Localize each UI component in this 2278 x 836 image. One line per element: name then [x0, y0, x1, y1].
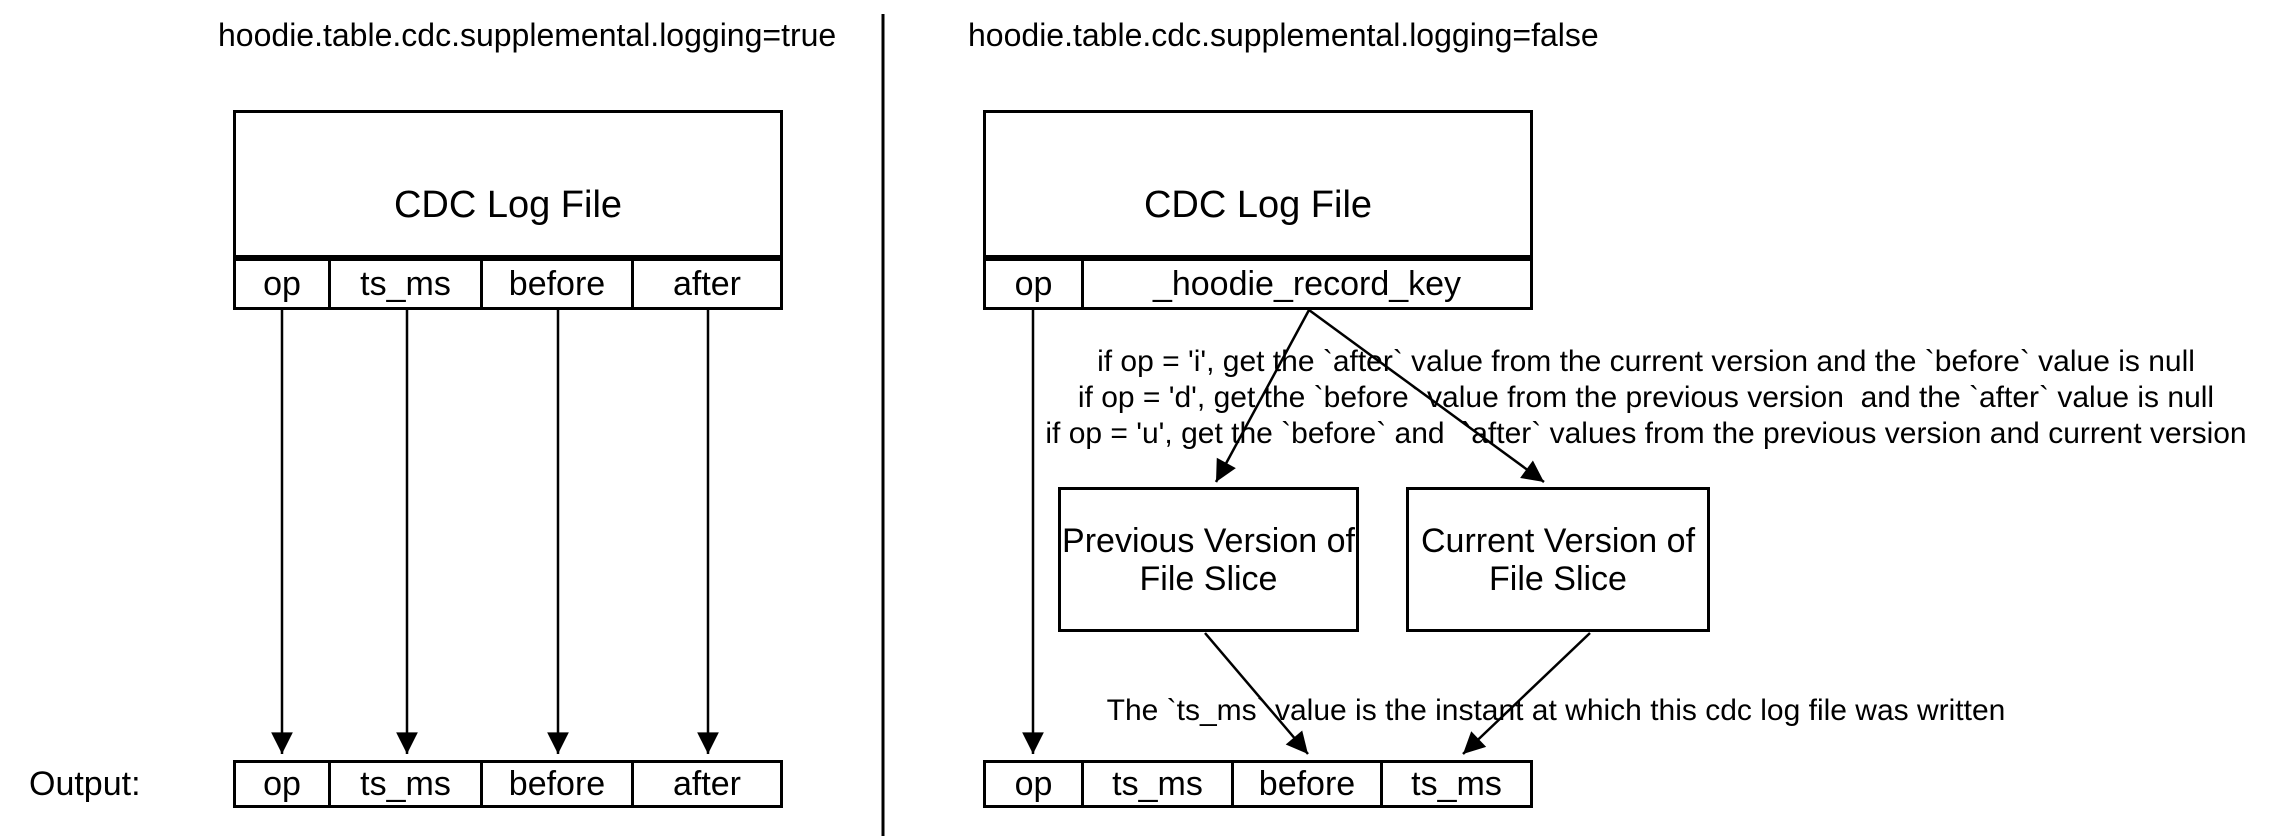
left-cdc-log-file-box: CDC Log File [233, 110, 783, 258]
previous-file-slice-box: Previous Version of File Slice [1058, 487, 1359, 632]
right-cdc-log-file-box: CDC Log File [983, 110, 1533, 258]
left-output-cell-op: op [236, 763, 331, 805]
right-output-cell-ts-ms: ts_ms [1084, 763, 1234, 805]
current-file-slice-box: Current Version of File Slice [1406, 487, 1710, 632]
current-file-slice-label-line1: Current Version of [1420, 521, 1696, 560]
right-output-row: op ts_ms before ts_ms [983, 760, 1533, 808]
op-rules-text: if op = 'i', get the `after` value from … [1000, 344, 2278, 452]
left-schema-cell-before: before [483, 261, 634, 307]
op-rule-delete: if op = 'd', get the `before` value from… [1077, 381, 2215, 414]
left-schema-cell-op: op [236, 261, 331, 307]
left-output-cell-after: after [672, 764, 742, 803]
ts-ms-note: The `ts_ms` value is the instant at whic… [1106, 694, 2006, 727]
right-output-cell-before: before [1234, 763, 1383, 805]
right-panel-title: hoodie.table.cdc.supplemental.logging=fa… [968, 17, 1599, 53]
left-output-cell-before: before [483, 763, 634, 805]
left-cdc-schema-row: op ts_ms before after [233, 258, 783, 310]
left-output-cell-ts-ms: ts_ms [331, 763, 483, 805]
previous-file-slice-label-line1: Previous Version of [1062, 521, 1355, 560]
left-output-row: op ts_ms before after [233, 760, 783, 808]
right-cdc-log-file-label: CDC Log File [1143, 184, 1373, 226]
previous-file-slice-label-line2: File Slice [1139, 559, 1278, 598]
op-rule-update: if op = 'u', get the `before` and `after… [1045, 417, 2247, 450]
right-output-cell-ts-ms-2: ts_ms [1411, 764, 1502, 803]
right-cdc-schema-row: op _hoodie_record_key [983, 258, 1533, 310]
right-schema-cell-record-key: _hoodie_record_key [1152, 264, 1462, 303]
left-schema-cell-ts-ms: ts_ms [331, 261, 483, 307]
left-panel-title: hoodie.table.cdc.supplemental.logging=tr… [218, 17, 837, 53]
left-schema-cell-after: after [672, 264, 742, 303]
left-cdc-log-file-label: CDC Log File [393, 184, 623, 226]
right-schema-cell-op: op [986, 261, 1084, 307]
right-output-cell-op: op [986, 763, 1084, 805]
output-label: Output: [29, 764, 141, 803]
op-rule-insert: if op = 'i', get the `after` value from … [1097, 345, 2195, 378]
current-file-slice-label-line2: File Slice [1489, 559, 1627, 598]
